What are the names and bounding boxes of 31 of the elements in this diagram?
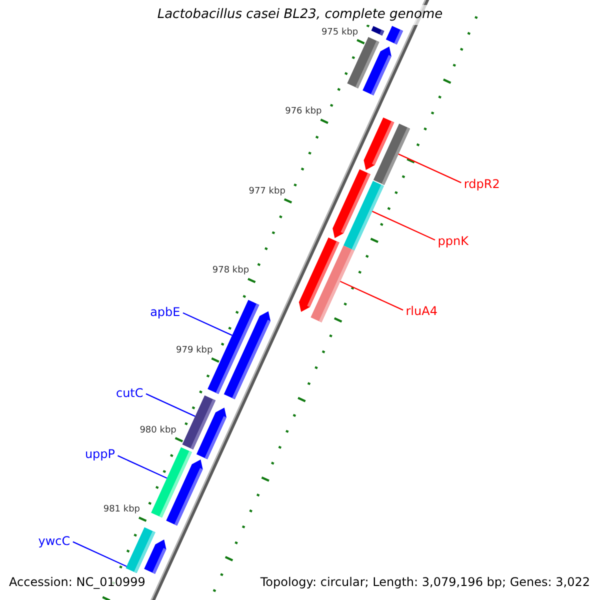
gene-block	[166, 459, 203, 526]
gene-block	[144, 540, 166, 574]
scale-label: 981 kbp	[103, 504, 140, 516]
gene-block	[362, 46, 392, 96]
gene-label: uppP	[84, 447, 116, 462]
gene-block	[196, 408, 226, 460]
scale-label: 977 kbp	[248, 186, 286, 198]
leader-line	[72, 541, 127, 567]
gene-block	[332, 169, 370, 238]
gene-label: apbE	[150, 304, 180, 319]
leader-line	[118, 455, 168, 479]
leader-line	[398, 154, 462, 184]
leader-line	[146, 393, 196, 417]
leader-line	[182, 312, 232, 336]
gene-label: cutC	[116, 386, 144, 400]
scale-label: 978 kbp	[212, 266, 250, 277]
gene-block	[371, 26, 384, 36]
scale-label: 980 kbp	[140, 425, 176, 436]
gene-block	[298, 238, 340, 312]
scale-label: 979 kbp	[176, 345, 213, 356]
gene-label: rluA4	[406, 304, 438, 318]
scale-label: 975 kbp	[321, 27, 358, 38]
gene-block	[364, 117, 394, 170]
leader-line	[340, 280, 404, 311]
gene-label: rdpR2	[464, 176, 500, 191]
gene-block	[386, 26, 404, 44]
gene-block	[224, 311, 271, 400]
leader-line	[372, 210, 436, 241]
gene-label: ppnK	[438, 234, 468, 248]
scale-label: 976 kbp	[285, 106, 322, 118]
gene-label: ywcC	[38, 534, 70, 548]
